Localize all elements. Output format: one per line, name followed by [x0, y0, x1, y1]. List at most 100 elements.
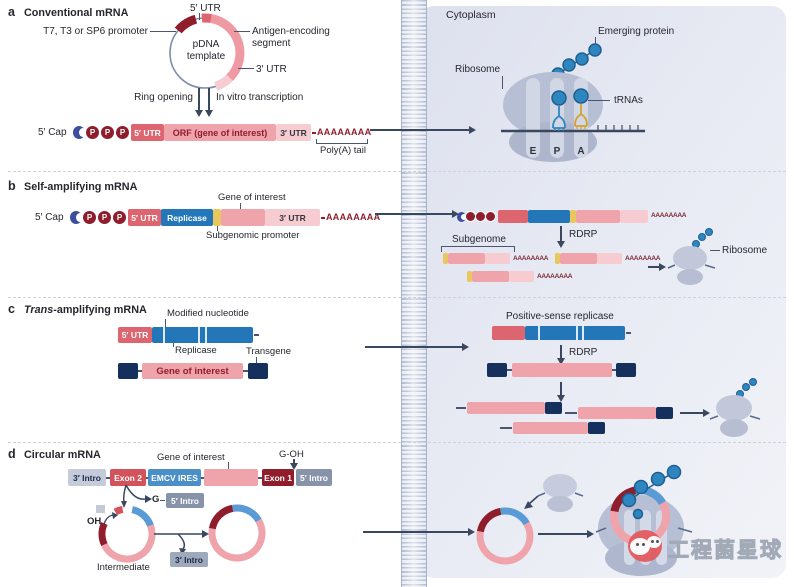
gene-block [512, 363, 612, 377]
subgenomic-promoter-block [555, 253, 560, 264]
antigen-segment-arc [210, 14, 245, 81]
polya-seq-small: AAAAAAAA [537, 273, 573, 280]
arrow-line [528, 495, 539, 505]
circle-blue-arc [232, 504, 262, 523]
rdrp-label: RDRP [569, 347, 598, 358]
gene-block [578, 407, 656, 419]
transgene-block [616, 363, 636, 377]
ring-opening-label: Ring opening [134, 92, 193, 103]
utr3-block [597, 253, 622, 264]
intro-remnant-square [96, 505, 105, 513]
arrow-curve [177, 533, 186, 550]
tick [256, 357, 258, 363]
arrow-curve [125, 484, 146, 500]
panel-b-letter: b [8, 179, 16, 193]
ivt-arrow-icon [205, 88, 212, 117]
circle-darkred-arc [208, 504, 234, 530]
site-channel-e [526, 78, 540, 158]
mrna-strand [704, 264, 716, 269]
phosphate-icon: P [97, 210, 112, 225]
polya-bracket [316, 139, 368, 144]
cap-label: 5′ Cap [35, 212, 64, 223]
panel-d-letter: d [8, 447, 16, 461]
circle-red-stub [113, 505, 124, 516]
dash [146, 477, 148, 479]
tick [502, 76, 503, 89]
cytoplasm-region [420, 6, 786, 578]
bubble-eye [636, 543, 639, 546]
export-arrow-icon [365, 343, 469, 350]
replicase-label: Replicase [175, 345, 217, 356]
replicase-block [525, 326, 625, 340]
transgene-block [656, 407, 673, 419]
amino-acid [588, 43, 602, 57]
orf-block: ORF (gene of interest) [164, 124, 276, 141]
phosphate-icon: P [112, 210, 127, 225]
panel-a-letter: a [8, 5, 15, 19]
intro5-block: 5′ Intro [296, 469, 332, 486]
dash [258, 477, 262, 479]
polya-seq-small: AAAAAAAA [625, 255, 661, 262]
export-arrow-icon [370, 126, 476, 133]
gene-of-interest-label: Gene of interest [218, 192, 286, 203]
panel-c-title-italic: Trans [24, 304, 54, 316]
tick [173, 343, 175, 347]
tick [165, 319, 167, 327]
g-oh-label: G-OH [279, 449, 304, 460]
ribosome-pointer-arrow-icon [524, 495, 539, 509]
dash [565, 412, 577, 414]
intermediate-label: Intermediate [97, 562, 150, 573]
dash [254, 334, 259, 336]
amino-acid [633, 479, 649, 495]
transgene-block [118, 363, 138, 379]
to-ribosome-arrow-icon [648, 263, 666, 270]
subgenome-bracket [441, 246, 515, 252]
intro5-released-block: 5′ Intro [166, 493, 204, 508]
transgene-block [588, 422, 605, 434]
gene-block [560, 253, 597, 264]
trna-icon [574, 104, 588, 129]
utr5-block [492, 326, 525, 340]
rdrp-arrow-icon [557, 226, 564, 248]
mrna-strand [667, 264, 676, 269]
codon-ticks [597, 125, 639, 130]
amino-acid [666, 464, 682, 480]
panel-d-title: Circular mRNA [24, 449, 101, 461]
polya-seq-small: AAAAAAAA [513, 255, 549, 262]
tick [595, 37, 596, 45]
gene-block [204, 469, 258, 486]
amino-acid [650, 471, 666, 487]
amino-acid [742, 383, 750, 391]
dash [138, 370, 142, 372]
subgenomic-promoter-block [570, 210, 576, 223]
divider [576, 326, 578, 340]
tick [228, 462, 230, 469]
mrna-strand [537, 492, 546, 497]
cap-label: 5′ Cap [38, 127, 67, 138]
panel-c-letter: c [8, 302, 15, 316]
ribosome-large-subunit [543, 474, 577, 498]
dash [243, 370, 248, 372]
transgene-block [487, 363, 507, 377]
ribosome-icon [667, 228, 716, 285]
mrna-strand [677, 527, 693, 533]
cell-membrane-icon [401, 0, 427, 587]
dash [626, 332, 631, 334]
intermediate-circle-icon [98, 505, 156, 563]
bubble-eye [651, 540, 654, 543]
ribosome-icon [709, 378, 761, 437]
gene-block [576, 210, 620, 223]
emerging-protein-label: Emerging protein [598, 26, 675, 37]
transgene-label: Transgene [246, 346, 292, 357]
tick [588, 100, 610, 102]
bubble-eye [642, 543, 645, 546]
amino-acid [551, 90, 567, 106]
subgenomic-promoter-block [443, 253, 448, 264]
tick [710, 250, 720, 252]
arrow-head [112, 512, 118, 519]
transgene-block [248, 363, 268, 379]
arrow-curve [122, 484, 127, 503]
plasmid-icon [169, 13, 245, 91]
cap-notch [79, 128, 87, 137]
subgenomic-promoter-block [467, 271, 472, 282]
